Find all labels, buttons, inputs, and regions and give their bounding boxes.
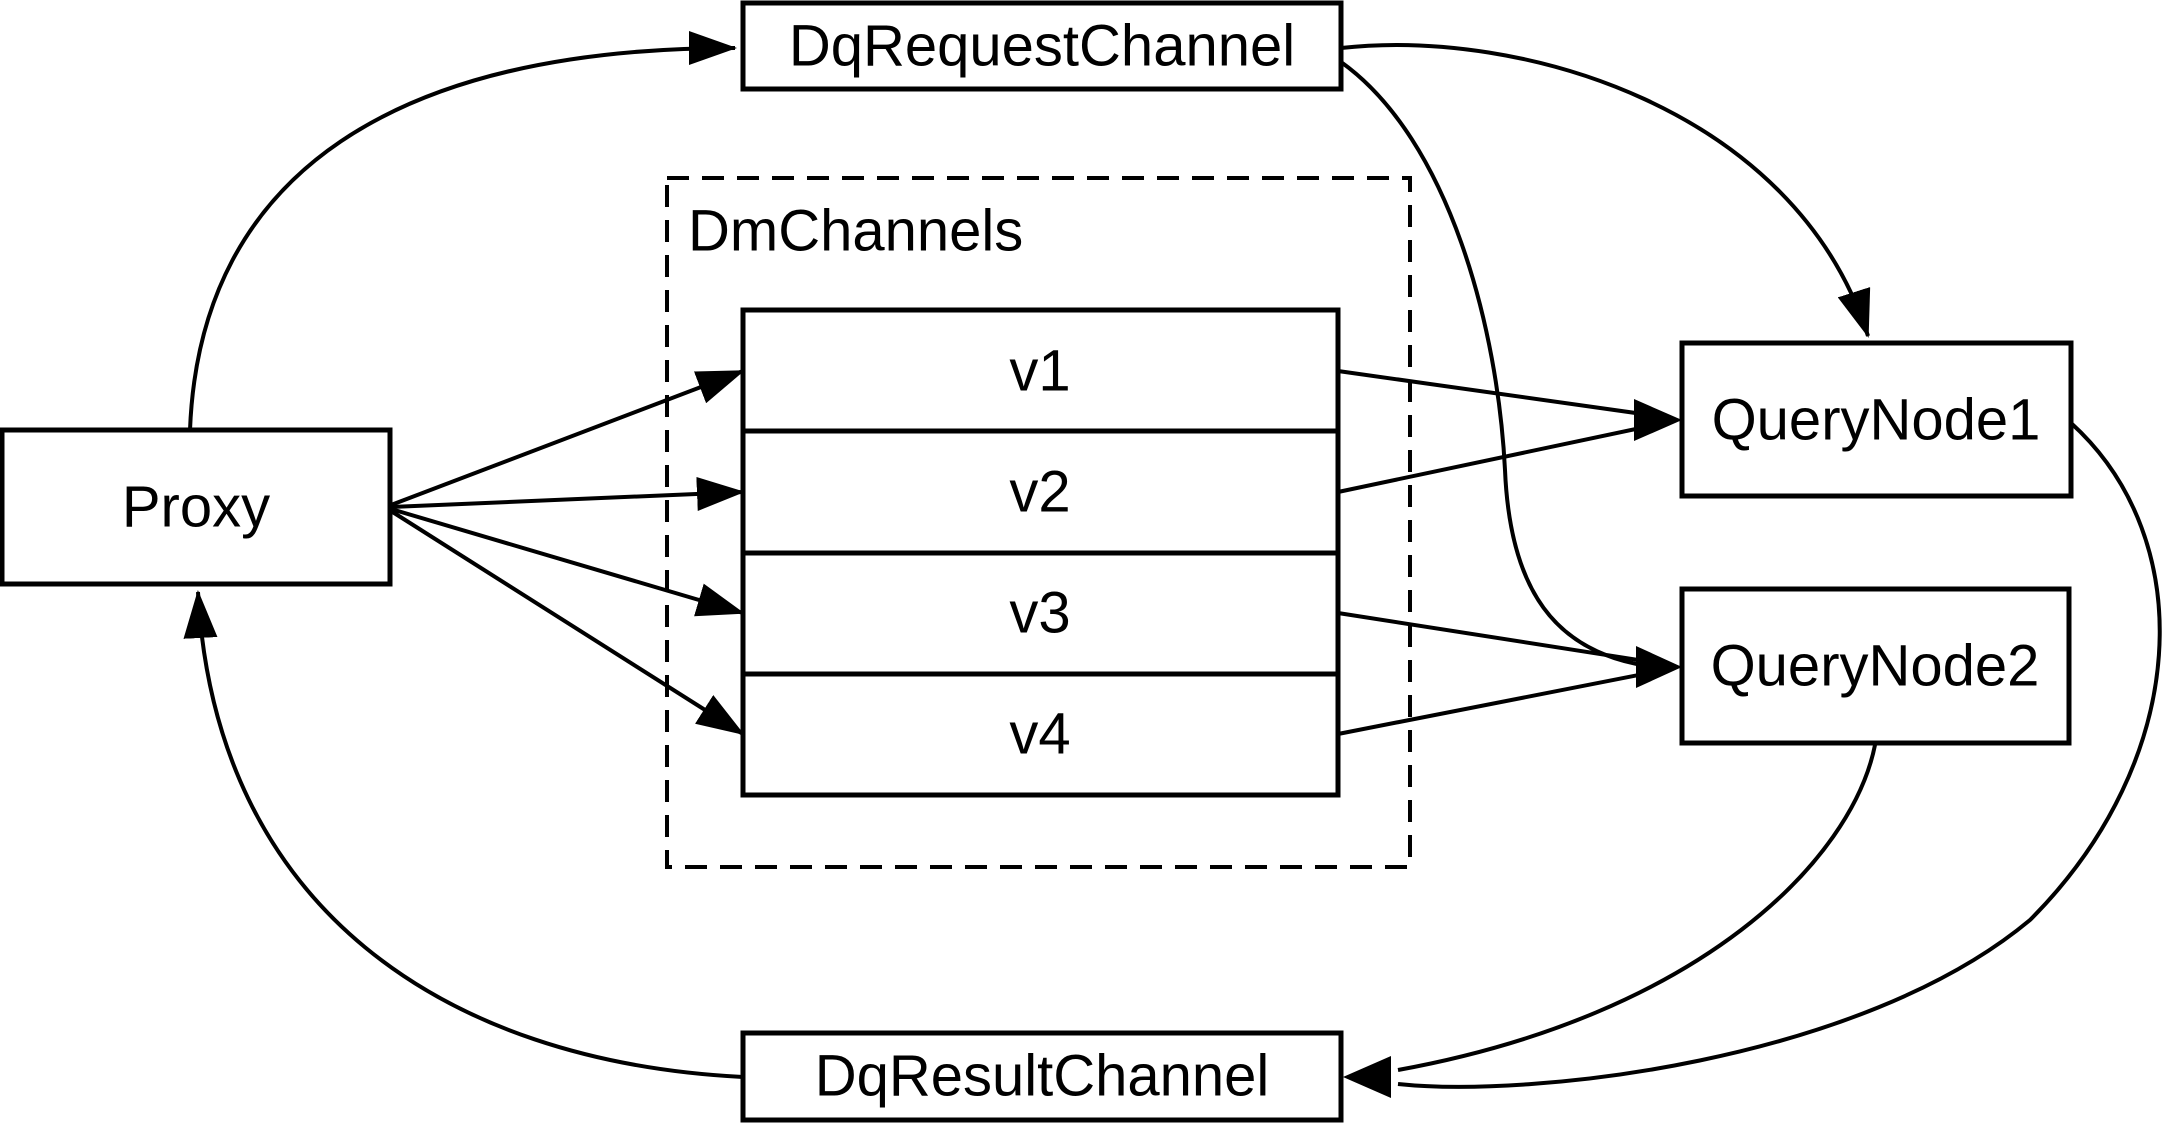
dm-channel-table: v1 v2 v3 v4 <box>740 307 1341 798</box>
channel-row-v2: v2 <box>1009 460 1070 525</box>
dq-result-channel-label: DqResultChannel <box>815 1044 1270 1109</box>
edge-dq-result-channel-to-proxy <box>183 590 744 1079</box>
edge-dq-request-channel-to-query-node2 <box>1339 60 1649 668</box>
edge-v3-to-query-node2 <box>1337 611 1665 666</box>
edge-dq-request-channel-to-query-node1 <box>1340 43 1871 338</box>
channel-row-v1: v1 <box>1009 339 1070 404</box>
edge-proxy-to-dq-request-channel <box>188 31 737 431</box>
query-node1-label: QueryNode1 <box>1712 388 2041 453</box>
node-query-node1: QueryNode1 <box>1679 340 2074 499</box>
edge-query-node2-to-dq-result-channel <box>1397 744 1877 1072</box>
edge-v2-to-query-node1 <box>1337 421 1665 494</box>
dq-request-channel-box <box>740 0 1344 92</box>
arrowhead-into-query-node1 <box>1634 399 1682 441</box>
proxy-label: Proxy <box>122 475 270 540</box>
edge-v4-to-query-node2 <box>1337 668 1665 736</box>
channel-row-v4: v4 <box>1009 702 1070 767</box>
arrowhead-into-query-node2 <box>1636 646 1682 688</box>
query-node1-box <box>1679 340 2074 499</box>
query-node2-box <box>1679 586 2072 746</box>
arrowhead-into-dq-result-channel <box>1343 1056 1391 1098</box>
dm-channels-group-label: DmChannels <box>688 199 1023 264</box>
dq-result-channel-box <box>740 1030 1344 1123</box>
edge-proxy-to-v3 <box>390 507 745 617</box>
channel-row-v3: v3 <box>1009 581 1070 646</box>
proxy-box <box>0 427 393 587</box>
edge-proxy-to-v1 <box>390 369 745 507</box>
edge-v1-to-query-node1 <box>1337 369 1665 419</box>
query-node2-label: QueryNode2 <box>1711 634 2040 699</box>
node-proxy: Proxy <box>0 427 393 587</box>
node-query-node2: QueryNode2 <box>1679 586 2072 746</box>
group-dm-channels: DmChannels v1 v2 v3 v4 <box>665 176 1412 869</box>
node-dq-result-channel: DqResultChannel <box>740 1030 1344 1123</box>
dq-request-channel-label: DqRequestChannel <box>789 14 1295 79</box>
dm-channels-group-border <box>665 176 1412 869</box>
edge-query-node1-to-dq-result-channel <box>1397 421 2162 1089</box>
edge-proxy-to-v4 <box>389 509 745 736</box>
node-dq-request-channel: DqRequestChannel <box>740 0 1344 92</box>
edge-proxy-to-v2 <box>390 476 745 511</box>
edges <box>183 31 2162 1098</box>
